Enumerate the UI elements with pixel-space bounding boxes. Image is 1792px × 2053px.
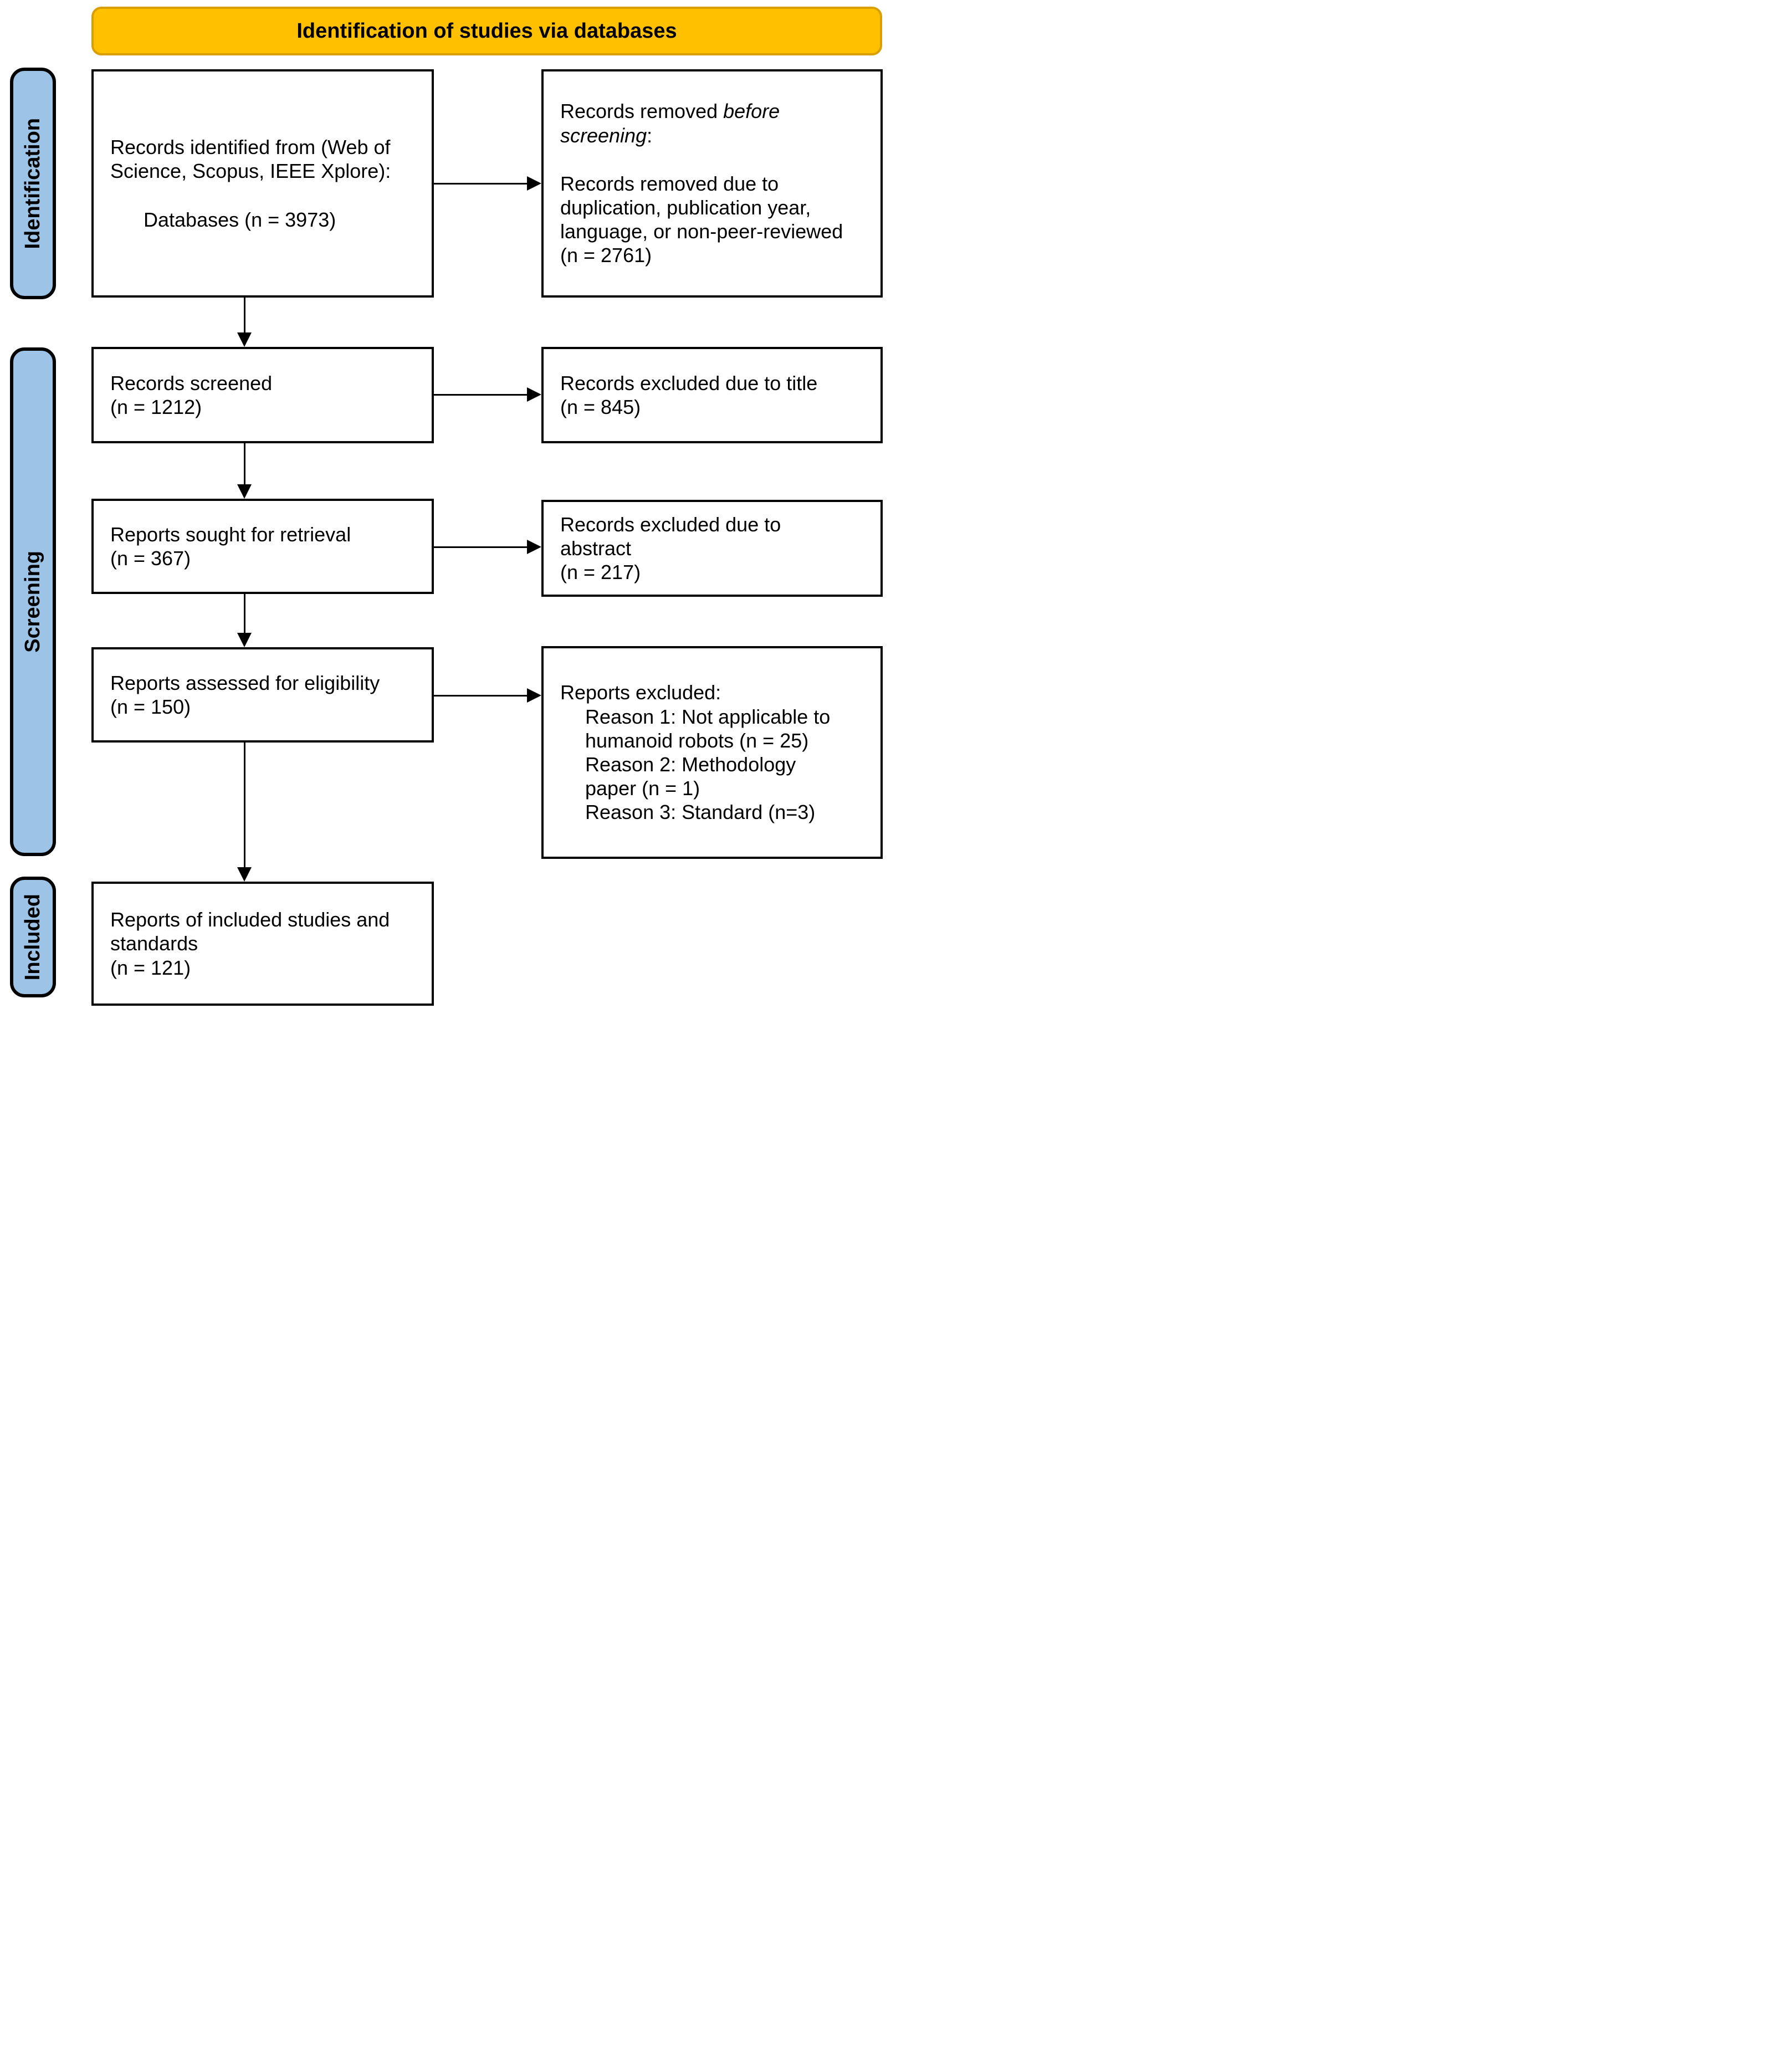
arrow-line [243,298,245,335]
arrow-head-down-icon [237,633,252,647]
records-removed-heading: Records removed before screening: [560,100,780,147]
arrow-sought-to-assessed [237,594,252,647]
box-reports-included: Reports of included studies and standard… [91,882,434,1006]
box-records-excluded-title: Records excluded due to title (n = 845) [541,347,883,443]
arrow-line [243,743,245,869]
records-identified-count: Databases (n = 3973) [144,208,336,231]
diagram-title: Identification of studies via databases [296,19,677,43]
before-screening-italic: before screening [560,100,780,147]
arrow-screened-to-sought [237,443,252,499]
reports-excluded-reason-2: Reason 2: Methodology paper (n = 1) [585,753,796,800]
prisma-flow-diagram: Identification of studies via databases … [0,0,896,1027]
reports-excluded-heading: Reports excluded: [560,681,721,704]
arrow-assessed-to-included [237,743,252,882]
arrow-head-right-icon [527,387,541,402]
stage-label-identification: Identification [10,68,56,299]
stage-label-included: Included [10,877,56,997]
records-screened-text: Records screened (n = 1212) [110,371,273,418]
reports-sought-text: Reports sought for retrieval (n = 367) [110,523,351,570]
arrow-head-right-icon [527,176,541,191]
arrow-identified-to-screened [237,298,252,347]
reports-included-text: Reports of included studies and standard… [110,908,390,979]
reports-assessed-text: Reports assessed for eligibility (n = 15… [110,671,380,718]
diagram-title-banner: Identification of studies via databases [91,7,882,55]
reports-excluded-reason-3: Reason 3: Standard (n=3) [585,801,816,824]
arrow-line [243,443,245,487]
box-reports-assessed: Reports assessed for eligibility (n = 15… [91,647,434,743]
arrow-line [434,182,529,185]
arrow-head-down-icon [237,332,252,347]
box-records-excluded-abstract: Records excluded due to abstract (n = 21… [541,500,883,597]
arrow-identified-to-removed [434,176,541,191]
stage-label-identification-text: Identification [21,117,44,249]
records-removed-body: Records removed due to duplication, publ… [560,172,843,267]
arrow-head-right-icon [527,688,541,703]
stage-label-screening-text: Screening [21,551,44,653]
stage-label-included-text: Included [21,893,44,981]
arrow-screened-to-excluded-title [434,387,541,402]
records-excluded-abstract-text: Records excluded due to abstract (n = 21… [560,513,781,584]
arrow-sought-to-excluded-abstract [434,540,541,554]
arrow-line [434,393,529,396]
arrow-assessed-to-reports-excluded [434,688,541,703]
arrow-head-down-icon [237,484,252,499]
arrow-head-right-icon [527,540,541,554]
arrow-line [434,546,529,548]
records-identified-text: Records identified from (Web of Science,… [110,136,391,183]
arrow-line [434,694,529,697]
arrow-head-down-icon [237,867,252,882]
box-reports-sought: Reports sought for retrieval (n = 367) [91,499,434,594]
arrow-line [243,594,245,635]
box-records-identified: Records identified from (Web of Science,… [91,69,434,298]
box-records-removed-before-screening: Records removed before screening: Record… [541,69,883,298]
reports-excluded-reason-1: Reason 1: Not applicable to humanoid rob… [585,705,831,752]
records-excluded-title-text: Records excluded due to title (n = 845) [560,371,818,418]
stage-label-screening: Screening [10,347,56,856]
box-reports-excluded: Reports excluded: Reason 1: Not applicab… [541,646,883,859]
box-records-screened: Records screened (n = 1212) [91,347,434,443]
